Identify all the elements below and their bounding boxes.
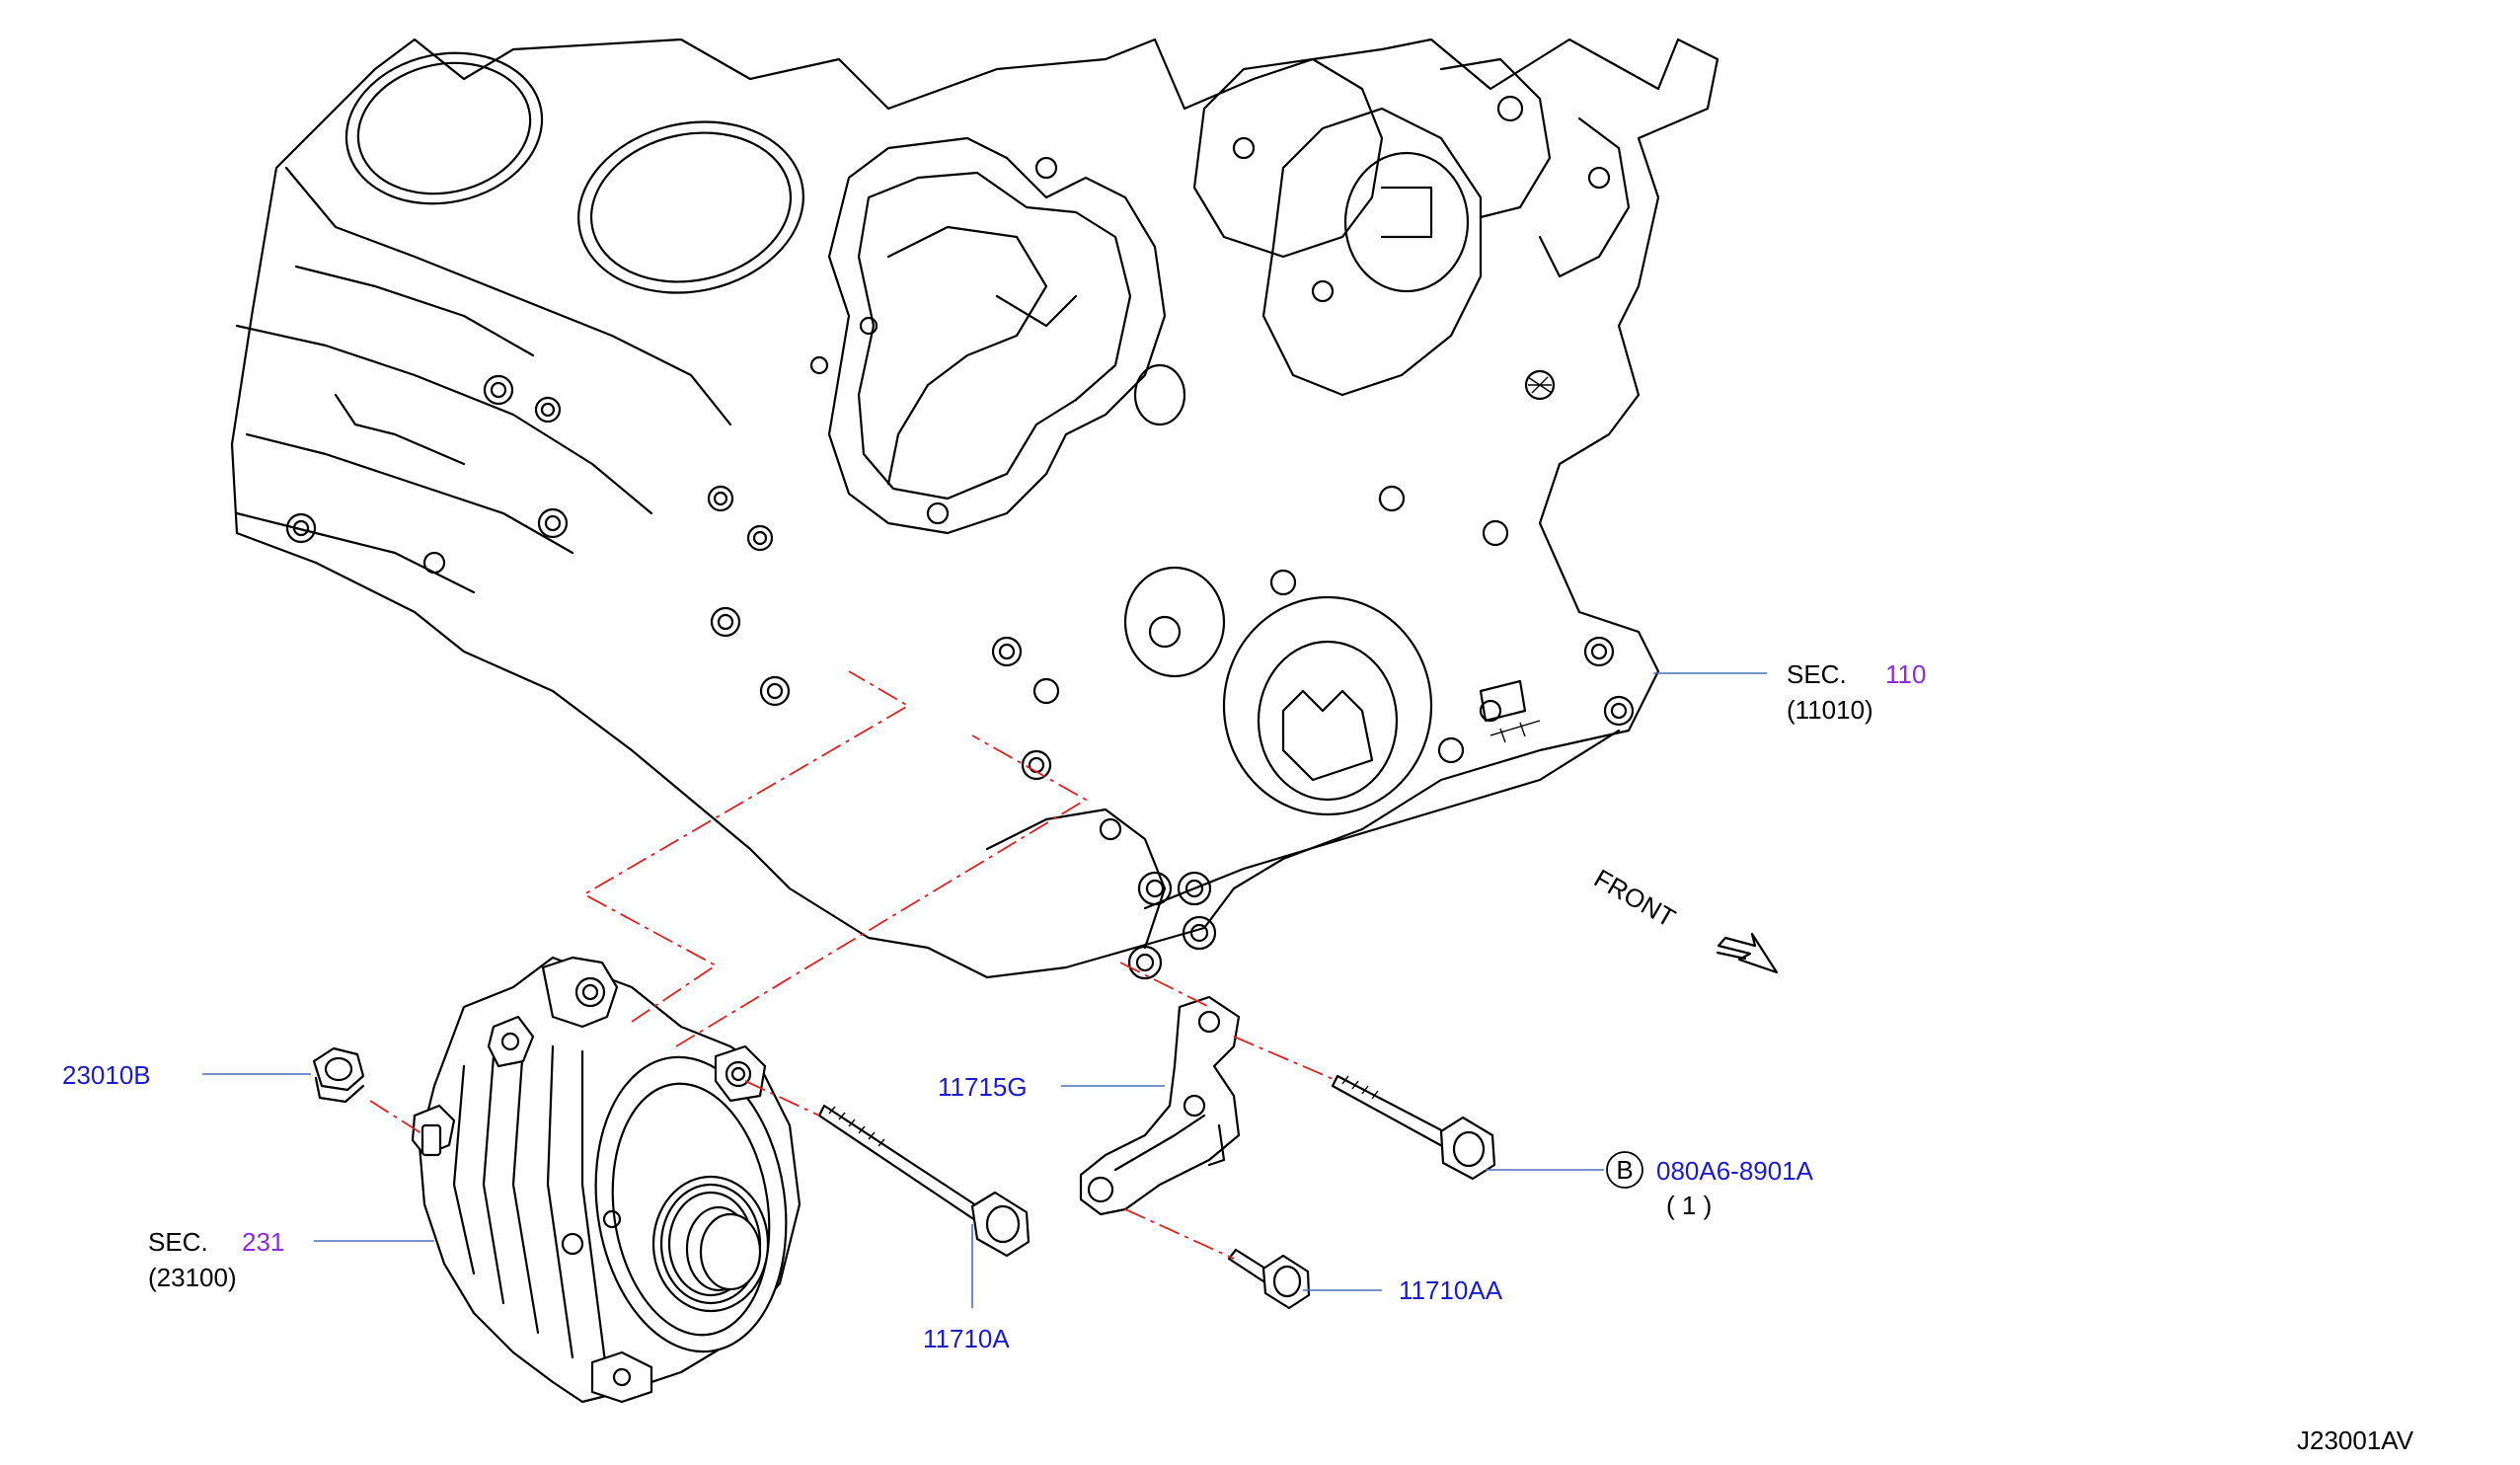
bolt-11710aa-illustration <box>1227 1248 1311 1310</box>
sec231-number[interactable]: 231 <box>242 1227 284 1257</box>
leader-lines <box>202 672 1767 1308</box>
label-sec-110[interactable]: SEC. 110 (11010) <box>1787 659 1926 725</box>
front-label: FRONT <box>1589 863 1681 933</box>
b-circle-icon <box>1606 1151 1643 1189</box>
sec231-prefix: SEC. <box>148 1227 208 1257</box>
sec110-prefix: SEC. <box>1787 659 1847 689</box>
label-sec-231[interactable]: SEC. 231 (23100) <box>148 1227 284 1292</box>
sec110-number[interactable]: 110 <box>1885 659 1926 689</box>
bolt-11710a-illustration <box>817 1104 1031 1258</box>
label-bolt-b[interactable]: B 080A6-8901A ( 1 ) <box>1606 1151 1814 1220</box>
part-11710aa-label[interactable]: 11710AA <box>1399 1275 1503 1305</box>
bolt-b-illustration <box>1331 1074 1496 1181</box>
part-11710a-label[interactable]: 11710A <box>923 1324 1010 1353</box>
bolt-b-letter: B <box>1616 1155 1633 1185</box>
sec231-sub: (23100) <box>148 1263 237 1292</box>
nut-23010b-illustration <box>312 1046 365 1104</box>
engine-block-illustration <box>230 38 1719 980</box>
part-11715g-label[interactable]: 11715G <box>938 1072 1028 1102</box>
bracket-11715g-illustration <box>1079 995 1241 1216</box>
alternator-illustration <box>411 956 802 1404</box>
front-arrow-icon <box>1716 932 1779 974</box>
part-23010b-label[interactable]: 23010B <box>62 1060 151 1090</box>
bolt-b-part-number[interactable]: 080A6-8901A <box>1656 1156 1814 1186</box>
bolt-b-quantity: ( 1 ) <box>1666 1191 1712 1220</box>
sec110-sub: (11010) <box>1787 695 1873 725</box>
diagram-code: J23001AV <box>2297 1426 2414 1455</box>
installation-phantom-lines <box>369 670 1338 1260</box>
